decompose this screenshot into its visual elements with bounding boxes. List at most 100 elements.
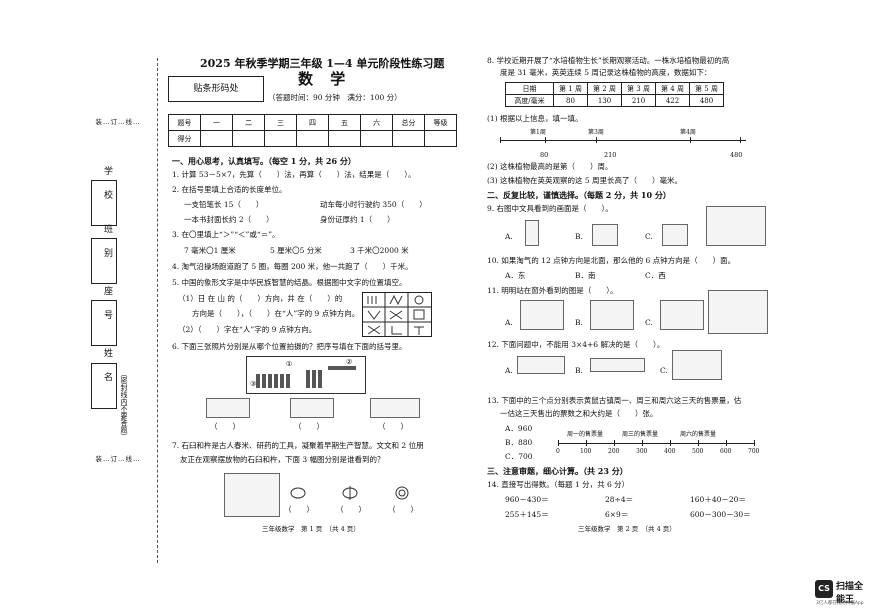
q12-option-c[interactable]: C. [660,366,668,375]
seal-note: （密封线内不要答题） [120,370,128,440]
q13-option-b[interactable]: B．880 [505,438,533,447]
q10-option-b[interactable]: B．南 [575,271,596,280]
plant-table-header: 日期 第 1 周 第 2 周 第 3 周 第 4 周 第 5 周 [505,82,724,95]
score-cell[interactable] [360,130,393,147]
position-mark-2: ② [346,358,352,366]
q6-blank-2[interactable]: （ ） [294,422,324,431]
q9-desk-image [706,206,766,246]
question-12: 12. 下面问题中，不能用 3×4+6 解决的是（ ）。 [487,340,665,349]
q5-part-1: （1）日 在 山 的（ ）方向，井 在（ ）的 [178,294,343,303]
axis-value-210: 210 [604,151,617,159]
class-field[interactable] [91,238,117,284]
q7-blank-2[interactable]: （ ） [336,505,366,514]
q9-option-c[interactable]: C. [645,232,653,241]
q11-option-b[interactable]: B. [575,318,583,327]
tick-label: 300 [636,448,648,455]
q13-option-a[interactable]: A．960 [505,424,533,433]
mark-saturday: 周六的售票量 [680,431,717,438]
tick [545,137,546,143]
mortar-view-3-image [395,486,409,500]
q10-option-c[interactable]: C．西 [645,271,666,280]
page-2-footer: 三年级数学 第 2 页 （共 4 页） [578,525,676,533]
q2-item-d: 身份证厚约 1（ ） [320,215,395,224]
school-field[interactable] [91,180,117,226]
calc-1: 960－430＝ [505,495,549,504]
q7-blank-3[interactable]: （ ） [388,505,418,514]
q9-option-a[interactable]: A. [505,232,513,241]
q12-a-image [517,356,565,374]
axis-label-week1: 第1周 [530,129,546,136]
domino-figure: ① ② ③ [246,356,366,394]
section-3-heading: 三、注意审题，细心计算。（共 23 分） [487,466,628,476]
question-11: 11. 明明站在窗外看到的图是（ ）。 [487,286,618,295]
question-6: 6. 下面三张照片分别是从哪个位置拍摄的？把序号填在下面的括号里。 [172,342,407,351]
q12-option-a[interactable]: A. [505,366,513,375]
q13-option-c[interactable]: C．700 [505,452,533,461]
cell: 五 [328,114,361,131]
photo-2-image [290,398,334,418]
cell: 第 4 周 [655,82,690,95]
q9-b-image [592,224,618,246]
score-cell[interactable] [424,130,457,147]
class-label: 班 别 [102,224,112,263]
barcode-area: 贴条形码处 [168,76,264,102]
mortar-view-2-image [342,486,358,500]
tick [698,440,699,446]
cell: 等级 [424,114,457,131]
cell: 210 [621,94,656,107]
q7-blank-1[interactable]: （ ） [284,505,314,514]
q11-option-c[interactable]: C. [645,318,653,327]
cell: 422 [655,94,690,107]
tick-label: 500 [692,448,704,455]
question-3: 3. 在〇里填上“＞”“＜”或“＝”。 [172,230,280,239]
q8-part-1: (1) 根据以上信息，填一填。 [487,114,583,123]
q10-option-a[interactable]: A．东 [505,271,526,280]
q8-part-3: (3) 这株植物在英英观察的这 5 周里长高了（ ）毫米。 [487,176,683,185]
q2-item-b: 动车每小时行驶约 350（ ） [320,200,427,209]
section-1-heading: 一、用心思考，认真填写。（每空 1 分，共 26 分） [172,156,356,166]
score-cell[interactable] [200,130,233,147]
score-cell[interactable] [328,130,361,147]
score-cell[interactable] [296,130,329,147]
score-cell[interactable] [392,130,425,147]
mortar-scene-image [224,473,280,517]
position-mark-1: ① [286,360,292,368]
question-7-cont: 友正在观察摆放物的石臼和杵，下面 3 幅图分别是谁看到的？ [180,455,385,464]
q12-option-b[interactable]: B. [575,366,583,375]
axis-value-480: 480 [730,151,743,159]
tick [642,440,643,446]
question-5: 5. 中国的象形文字是中华民族智慧的结晶。根据图中文字的位置填空。 [172,278,407,287]
q6-blank-1[interactable]: （ ） [210,422,240,431]
question-10: 10. 如果淘气的 12 点钟方向是北面，那么他的 6 点钟方向是（ ）面。 [487,256,736,265]
exam-title: 2025 年秋季学期三年级 1—4 单元阶段性练习题 [200,57,445,70]
photo-1-image [206,398,250,418]
tick [500,137,501,143]
q6-blank-3[interactable]: （ ） [378,422,408,431]
calc-4: 255＋145＝ [505,510,549,519]
cell: 总分 [392,114,425,131]
name-field[interactable] [91,363,117,409]
tick [726,440,727,446]
question-8-cont: 度是 31 毫米，英英连续 5 周记录这株植物的高度，数据如下： [500,68,712,77]
q9-option-b[interactable]: B. [575,232,583,241]
calc-6: 600－300－30＝ [690,510,751,519]
cell: 日期 [505,82,554,95]
question-1: 1. 计算 53－5×7，先算（ ）法，再算（ ）法，结果是（ ）。 [172,170,416,179]
calc-2: 28÷4＝ [605,495,634,504]
score-table-row: 得分 [168,130,457,147]
score-cell[interactable] [232,130,265,147]
cell: 480 [689,94,724,107]
question-7: 7. 石臼和杵是古人春米、研药的工具，凝聚着早期生产智慧。文文和 2 位朋 [172,441,424,450]
cell: 第 3 周 [621,82,656,95]
question-9: 9. 右图中文具看到的画面是（ ）。 [487,204,613,213]
calc-3: 160＋40－20＝ [690,495,746,504]
q11-option-a[interactable]: A. [505,318,513,327]
calc-5: 6×9＝ [605,510,629,519]
seat-field[interactable] [91,300,117,346]
score-cell[interactable] [264,130,297,147]
cell: 第 5 周 [689,82,724,95]
cell: 80 [553,94,588,107]
scanner-logo-icon: CS [815,580,833,598]
subject-title: 数 学 [298,70,352,88]
tick [670,440,671,446]
